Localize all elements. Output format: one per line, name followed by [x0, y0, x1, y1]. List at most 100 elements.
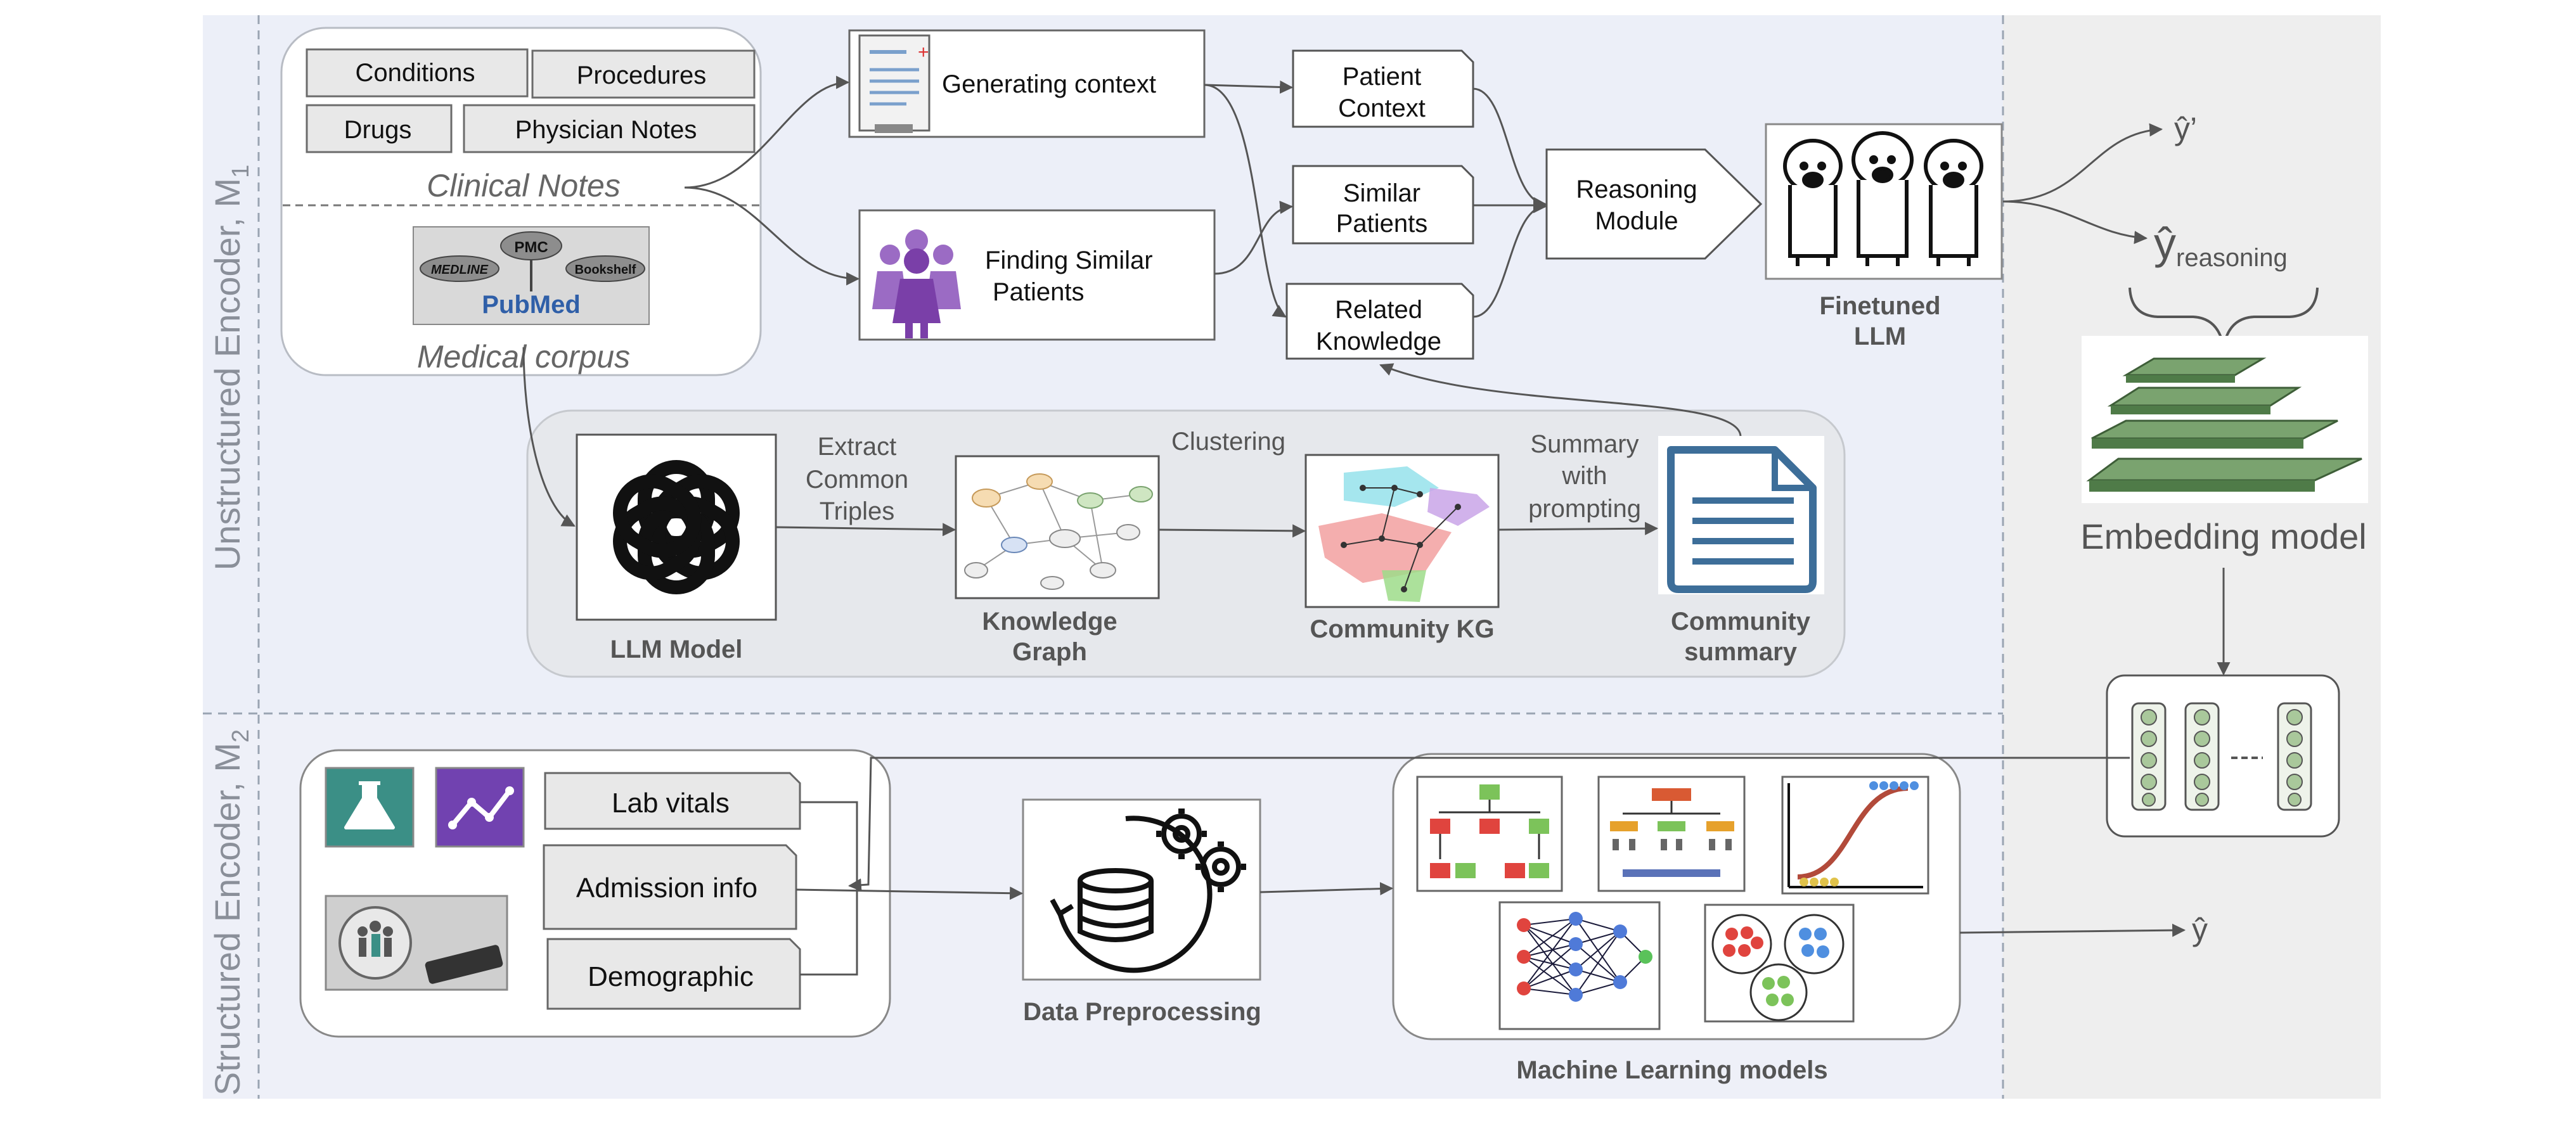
community-to-summary-arrow — [1498, 521, 1659, 535]
context-to-related-knowledge-arrow — [1204, 84, 1287, 318]
neural-network-icon — [1498, 901, 1661, 1030]
notes-to-context-arrow — [684, 75, 850, 189]
svg-text:PubMed: PubMed — [482, 291, 581, 319]
patient-context-box — [1292, 49, 1474, 128]
embedding-model-label: Embedding model — [2080, 516, 2366, 556]
structured-encoder-label: Structured Encoder, M2 — [207, 729, 254, 1096]
similar-patients-label-2: Patients — [1336, 210, 1428, 238]
embedding-layers — [2086, 357, 2362, 492]
summary-label-2: with — [1561, 462, 1607, 490]
community-summary-label-2: summary — [1684, 638, 1798, 666]
demographic-label: Demographic — [588, 961, 754, 992]
knowledge-graph-image — [964, 473, 1153, 590]
clusters-icon — [1704, 904, 1855, 1023]
extract-label-1: Extract — [818, 433, 896, 461]
decision-tree-icon — [1416, 776, 1563, 892]
corpus-to-llm-model-arrow — [522, 347, 576, 527]
kg-to-community-arrow — [1158, 524, 1306, 538]
finetuned-label-2: LLM — [1854, 323, 1906, 350]
preprocessing-to-ml-arrow — [1259, 882, 1394, 896]
reasoning-label-2: Module — [1595, 207, 1678, 235]
physician-notes-tab — [463, 104, 756, 153]
conditions-label: Conditions — [355, 59, 475, 87]
demographic-search-icon — [325, 895, 508, 991]
patient-context-label-2: Context — [1338, 94, 1426, 122]
svg-text:PMC: PMC — [514, 239, 548, 256]
similar-to-similar-patients-arrow — [1214, 200, 1294, 275]
svg-text:Bookshelf: Bookshelf — [575, 263, 636, 277]
patients-icon — [872, 229, 961, 338]
lab-vitals-label: Lab vitals — [612, 788, 730, 819]
data-preprocessing-label: Data Preprocessing — [1023, 998, 1261, 1026]
similar-patients-label-1: Similar — [1343, 179, 1420, 207]
document-icon: + — [858, 34, 931, 133]
demographic-box — [546, 938, 801, 1010]
generating-context-label: Generating context — [942, 70, 1156, 98]
related-knowledge-label-2: Knowledge — [1316, 328, 1441, 355]
unstructured-encoder-label: Unstructured Encoder, M1 — [207, 165, 254, 571]
y-reasoning-output: ŷreasoning — [2154, 219, 2288, 272]
llm-model-label: LLM Model — [610, 636, 743, 663]
finding-similar-label-1: Finding Similar — [985, 246, 1153, 274]
reasoning-module-box — [1545, 148, 1763, 260]
kg-pipeline-panel — [526, 409, 1846, 678]
procedures-label: Procedures — [577, 61, 707, 89]
database-gears-icon — [1050, 809, 1246, 973]
summary-label-3: prompting — [1528, 495, 1641, 523]
vectors-to-inputs-arrow — [847, 757, 2130, 892]
reasoning-label-1: Reasoning — [1576, 176, 1697, 203]
hierarchy-icon — [1597, 776, 1746, 892]
llm-to-kg-arrow — [775, 523, 956, 537]
right-panel-bg — [2003, 15, 2381, 1099]
llm-to-y-reasoning-arrow — [2002, 200, 2148, 245]
extract-label-2: Common — [806, 466, 908, 494]
clinical-notes-title: Clinical Notes — [427, 168, 621, 203]
community-kg-image — [1318, 466, 1490, 602]
connectors — [522, 75, 2231, 937]
knowledge-graph-label-1: Knowledge — [982, 608, 1117, 636]
ml-to-y-hat-arrow — [1959, 923, 2186, 937]
procedures-tab — [531, 49, 756, 99]
svg-text:MEDLINE: MEDLINE — [431, 263, 489, 277]
community-summary-label-1: Community — [1671, 608, 1811, 636]
y-prime-output: ŷ’ — [2174, 111, 2197, 146]
drugs-label: Drugs — [344, 116, 412, 144]
alpaca-icons — [1783, 131, 1983, 266]
clustering-label: Clustering — [1171, 428, 1285, 456]
lab-vitals-box — [544, 772, 801, 830]
y-hat-output: ŷ — [2192, 912, 2208, 947]
pubmed-logo: PMC MEDLINE Bookshelf PubMed — [413, 226, 650, 325]
embedding-vectors — [2131, 702, 2312, 811]
summary-to-related-knowledge-arrow — [1379, 363, 1742, 437]
svg-text:+: + — [918, 42, 929, 63]
notes-to-similar-arrow — [684, 186, 860, 286]
patient-context-label-1: Patient — [1343, 63, 1422, 91]
admission-info-box — [543, 844, 797, 930]
similar-patients-box — [1292, 165, 1474, 245]
vitals-trend-icon — [435, 767, 525, 848]
structured-bracket — [800, 801, 858, 976]
knowledge-graph-label-2: Graph — [1012, 638, 1087, 666]
finetuned-label-1: Finetuned — [1819, 292, 1940, 320]
physician-notes-label: Physician Notes — [515, 116, 697, 144]
admission-info-label: Admission info — [576, 873, 757, 904]
document-summary-icon — [1667, 446, 1817, 593]
ml-models-label: Machine Learning models — [1516, 1056, 1827, 1084]
llm-to-y-prime-arrow — [2002, 123, 2163, 203]
inputs-to-preprocessing-arrow — [795, 886, 1024, 900]
conditions-tab — [306, 48, 529, 98]
context-to-patient-context-arrow — [1204, 80, 1294, 94]
extract-label-3: Triples — [820, 497, 895, 525]
related-knowledge-to-reasoning-arrow — [1472, 200, 1547, 318]
related-knowledge-label-1: Related — [1335, 296, 1422, 324]
community-kg-label: Community KG — [1310, 615, 1494, 643]
summary-label-1: Summary — [1530, 430, 1639, 458]
finding-similar-label-2: Patients — [993, 278, 1085, 306]
drugs-tab — [306, 104, 453, 153]
related-knowledge-box — [1285, 283, 1474, 360]
openai-logo-icon — [613, 460, 740, 594]
sigmoid-curve-icon — [1781, 776, 1929, 895]
lab-flask-icon — [325, 767, 415, 848]
